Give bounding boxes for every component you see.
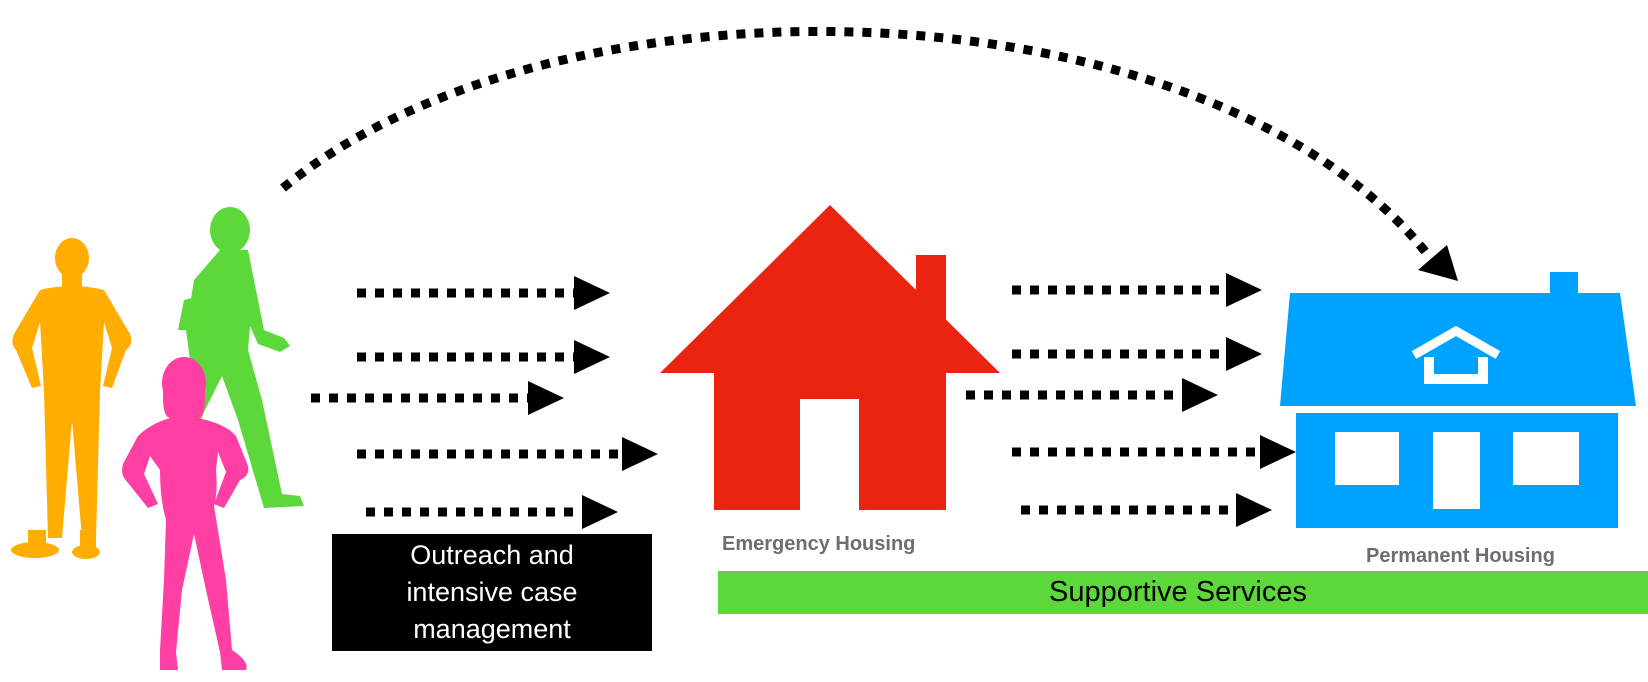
- emergency-house-door: [800, 399, 859, 510]
- supportive-services-label: Supportive Services: [1049, 576, 1307, 608]
- emergency-house-roof: [660, 205, 1000, 373]
- emergency-housing-label: Emergency Housing: [722, 533, 916, 555]
- permanent-house-roof: [1280, 293, 1636, 406]
- arc-arrowhead: [1418, 245, 1458, 281]
- permanent-house-window-left: [1335, 432, 1399, 485]
- permanent-house-icon: [1280, 272, 1636, 528]
- direct-path-arc: [280, 26, 1432, 258]
- permanent-house-window-right: [1513, 432, 1579, 485]
- person-standing-icon: [11, 238, 132, 559]
- arrows-to-permanent: [966, 273, 1296, 527]
- permanent-house-window-emblem: [1424, 357, 1488, 384]
- permanent-house-roof-emblem: [1411, 325, 1501, 359]
- outreach-label-box: Outreach and intensive case management: [332, 534, 652, 651]
- permanent-housing-label: Permanent Housing: [1366, 545, 1555, 567]
- emergency-house-icon: [660, 205, 1000, 510]
- person-walking-icon: [176, 207, 304, 508]
- permanent-house-door: [1433, 432, 1480, 509]
- person-woman-icon: [122, 357, 249, 670]
- arrows-to-emergency: [311, 276, 658, 529]
- supportive-services-bar: Supportive Services: [718, 571, 1648, 614]
- outreach-label: Outreach and intensive case management: [406, 540, 578, 644]
